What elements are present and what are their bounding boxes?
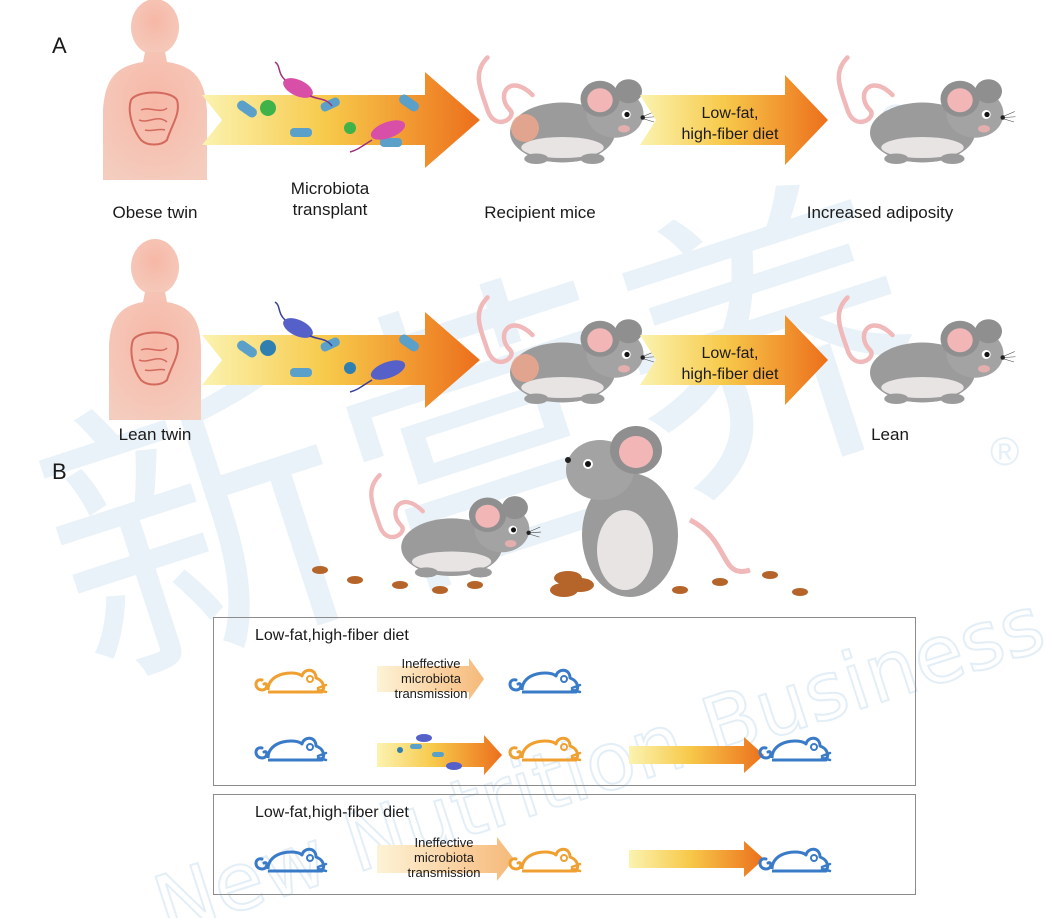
caption-lean-twin: Lean twin	[118, 425, 192, 444]
recipient-mouse-2	[479, 298, 656, 405]
box1-ineffective-label: Ineffective microbiota transmission	[394, 656, 468, 701]
box2-orange-mouse	[508, 847, 582, 873]
box1-diagram	[254, 658, 832, 775]
box1-blue-mouse-a	[508, 668, 582, 694]
watermark-reg-2: ®	[990, 430, 1019, 474]
recipient-mouse-1	[479, 58, 656, 165]
mouse-left	[371, 475, 541, 577]
caption-obese-twin: Obese twin	[112, 203, 198, 222]
caption-increased-adiposity: Increased adiposity	[806, 203, 954, 222]
cohoused-mice-illustration	[312, 426, 808, 597]
caption-lean: Lean	[871, 425, 909, 444]
human-obese-figure	[103, 0, 207, 180]
cohousing-box-2: Low-fat,high-fiber diet Ineffective micr…	[213, 794, 916, 895]
box1-bacteria	[397, 734, 462, 770]
outcome-mouse-2	[839, 298, 1016, 405]
box1-orange-mouse-a	[254, 668, 328, 694]
human-lean-figure	[109, 239, 201, 420]
panel-b-label: B	[52, 459, 67, 484]
box2-ineffective-arrow	[377, 837, 514, 881]
fat-tissue-1	[511, 114, 539, 142]
mouse-standing	[565, 426, 751, 597]
diet-label-row1: Low-fat, high-fiber diet	[681, 105, 779, 143]
transplant-arrow-2	[202, 312, 480, 408]
diet-arrow-2	[640, 315, 828, 405]
transplant-arrow-1	[202, 72, 480, 168]
box2-diet-arrow	[629, 841, 764, 877]
box2-title: Low-fat,high-fiber diet	[255, 804, 409, 821]
box2-diagram	[254, 837, 832, 881]
box2-blue-mouse-a	[254, 847, 328, 873]
panel-a-label: A	[52, 33, 67, 58]
diet-arrow-1	[640, 75, 828, 165]
box1-diet-arrow	[629, 737, 764, 773]
row2-illustration	[109, 239, 1046, 420]
caption-recipient-mice: Recipient mice	[484, 203, 596, 222]
box1-orange-mouse-b	[508, 736, 582, 762]
cohousing-box-1: Low-fat,high-fiber diet Ineffective micr…	[213, 617, 916, 786]
box1-title: Low-fat,high-fiber diet	[255, 627, 409, 644]
diet-label-row2: Low-fat, high-fiber diet	[681, 345, 779, 383]
outcome-mouse-1	[839, 58, 1016, 165]
box2-blue-mouse-b	[758, 847, 832, 873]
box1-blue-mouse-b	[254, 736, 328, 762]
caption-microbiota-transplant: Microbiota transplant	[290, 179, 370, 219]
box1-blue-mouse-c	[758, 736, 832, 762]
box2-ineffective-label: Ineffective microbiota transmission	[407, 835, 481, 880]
bacteria-cluster-2	[237, 301, 419, 393]
row1-illustration	[103, 0, 1046, 180]
box1-ineffective-arrow	[377, 658, 484, 700]
seeds	[312, 566, 808, 597]
bacteria-cluster-1	[237, 61, 419, 153]
